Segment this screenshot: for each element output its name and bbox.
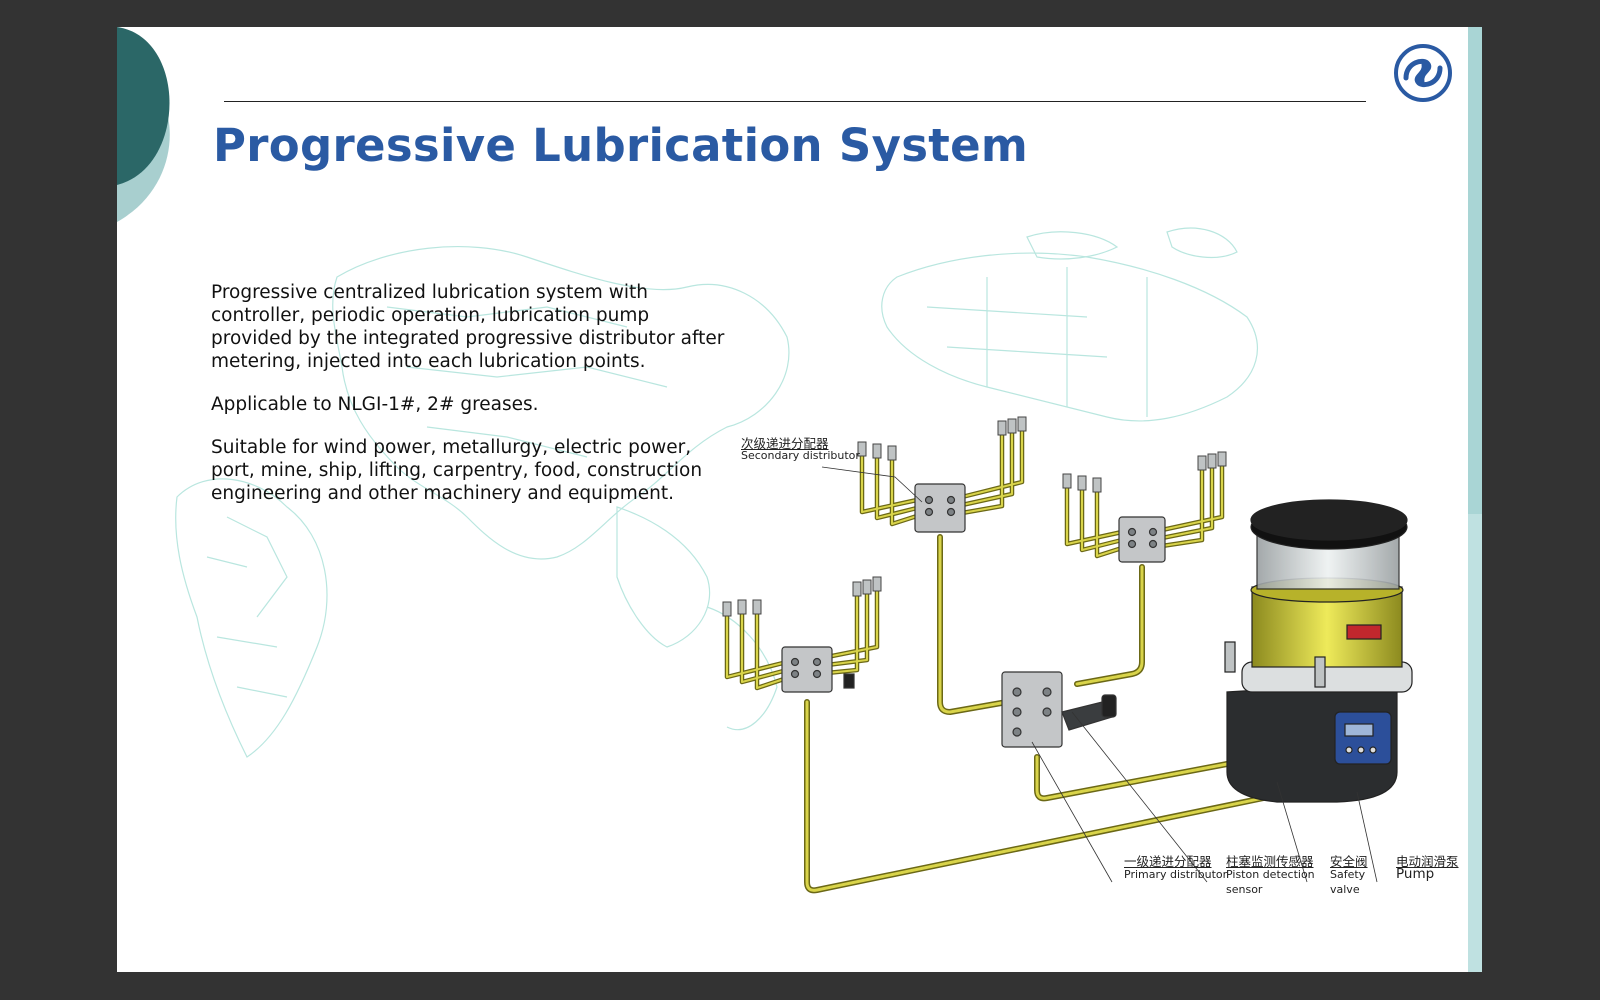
pump-label: Pump — [1396, 866, 1435, 882]
world-map-background — [175, 227, 1258, 758]
primary-distributor-label: Primary distributor — [1124, 868, 1228, 881]
safety-valve-label-2: valve — [1330, 883, 1360, 896]
header-rule — [224, 101, 1366, 102]
right-accent-strip-top — [1468, 27, 1482, 514]
piston-sensor-label-1: Piston detection — [1226, 868, 1315, 881]
secondary-distributor-label: Secondary distributor — [741, 449, 860, 462]
page-title: Progressive Lubrication System — [213, 119, 1029, 172]
body-text: Progressive centralized lubrication syst… — [211, 281, 731, 525]
application-paragraph: Suitable for wind power, metallurgy, ele… — [211, 437, 703, 504]
piston-sensor-label-2: sensor — [1226, 883, 1263, 896]
safety-valve-label-cn: 安全阀 — [1330, 854, 1368, 869]
company-logo-icon — [1394, 44, 1452, 102]
slide: Progressive Lubrication System Progressi… — [117, 27, 1482, 972]
description-paragraph: Progressive centralized lubrication syst… — [211, 282, 725, 372]
pump-label-cn: 电动润滑泵 — [1396, 854, 1459, 869]
grease-paragraph: Applicable to NLGI-1#, 2# greases. — [211, 394, 539, 415]
safety-valve-label-1: Safety — [1330, 868, 1366, 881]
primary-distributor-label-cn: 一级递进分配器 — [1124, 854, 1212, 869]
piston-sensor-label-cn: 柱塞监测传感器 — [1226, 854, 1314, 869]
lubrication-system-diagram — [722, 416, 1413, 894]
corner-decoration — [117, 27, 170, 222]
secondary-distributor-label-cn: 次级递进分配器 — [741, 436, 829, 451]
